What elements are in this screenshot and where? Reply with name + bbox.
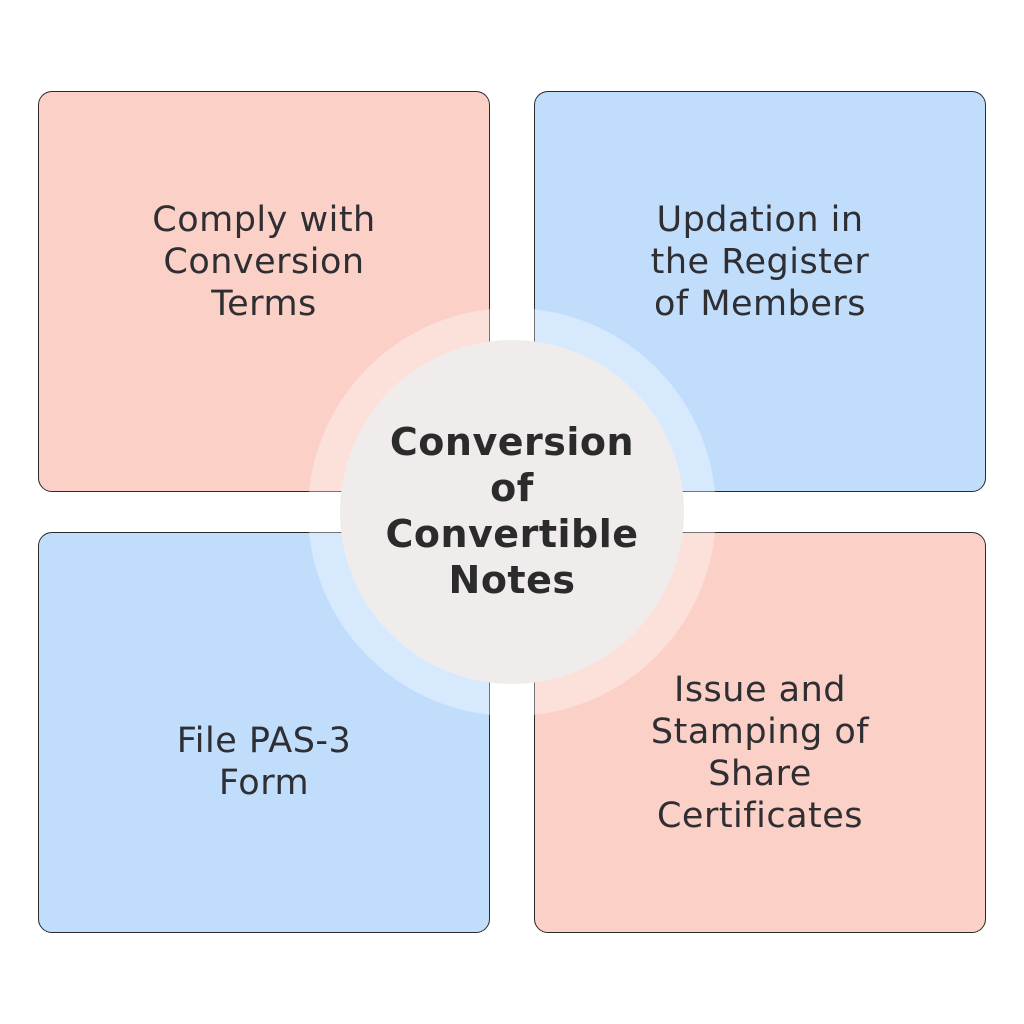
title-line: of (490, 466, 534, 510)
center-circle: Conversion of Convertible Notes (340, 340, 684, 684)
title-line: Notes (448, 558, 576, 602)
title-line: Conversion (389, 420, 635, 464)
label-line: Certificates (656, 796, 864, 836)
label-line: Share (708, 754, 812, 794)
quadrant-label: Updation in the Register of Members (535, 199, 985, 325)
center-title: Conversion of Convertible Notes (362, 419, 662, 603)
title-line: Convertible (385, 512, 639, 556)
label-line: Comply with (152, 200, 376, 240)
quadrant-comply-with-conversion-terms: Comply with Conversion Terms (38, 91, 490, 492)
quadrant-label: Issue and Stamping of Share Certificates (535, 669, 985, 837)
quadrant-label: File PAS-3 Form (39, 720, 489, 804)
quadrant-updation-register-of-members: Updation in the Register of Members (534, 91, 986, 492)
label-line: Form (218, 763, 310, 803)
label-line: the Register (650, 242, 870, 282)
label-line: of Members (653, 284, 867, 324)
quadrant-label: Comply with Conversion Terms (39, 199, 489, 325)
label-line: Updation in (656, 200, 864, 240)
label-line: Conversion (163, 242, 365, 282)
label-line: File PAS-3 (176, 721, 352, 761)
label-line: Terms (211, 284, 317, 324)
label-line: Stamping of (650, 712, 870, 752)
label-line: Issue and (674, 670, 846, 710)
